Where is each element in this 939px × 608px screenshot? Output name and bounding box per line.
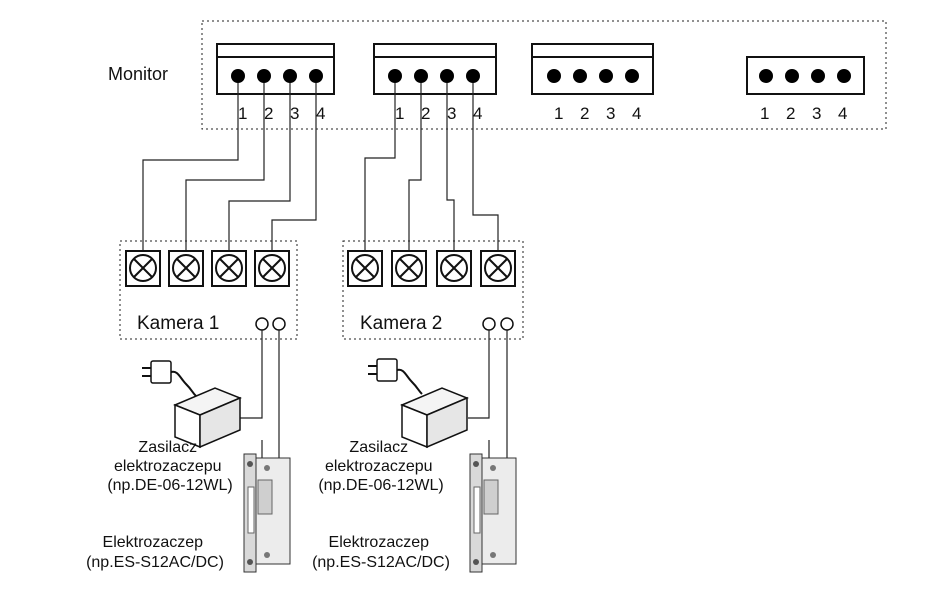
camera-2-label: Kamera 2: [360, 313, 442, 334]
monitor-outline: [201, 20, 887, 130]
pin-dot: [759, 69, 773, 83]
psu-label: Zasilacz elektrozaczepu (np.DE-06-12WL): [318, 439, 443, 494]
wire: [185, 83, 265, 251]
wire: [271, 83, 317, 251]
strike-icon: [243, 453, 291, 573]
terminal-screw: [168, 250, 204, 287]
psu-label-line: elektrozaczepu: [114, 458, 222, 475]
power-supply-1: Zasilacz elektrozaczepu (np.DE-06-12WL): [107, 360, 242, 494]
strike-label-line: (np.ES-S12AC/DC): [86, 554, 224, 571]
pin-dot: [785, 69, 799, 83]
pin-label: 4: [473, 104, 482, 123]
psu-label-line: (np.DE-06-12WL): [107, 477, 232, 494]
wire: [364, 83, 396, 251]
camera-1-label: Kamera 1: [137, 313, 219, 334]
psu-label: Zasilacz elektrozaczepu (np.DE-06-12WL): [107, 439, 232, 494]
pin-label: 2: [786, 104, 795, 123]
lock-terminal: [272, 317, 286, 331]
psu-box: [400, 387, 469, 449]
pin-label: 4: [632, 104, 641, 123]
lock-terminal: [482, 317, 496, 331]
monitor-connector-4: 1 2 3 4: [746, 56, 865, 123]
pin-dot: [547, 69, 561, 83]
pin-label: 2: [421, 104, 430, 123]
pin-dot: [837, 69, 851, 83]
power-supply-2: Zasilacz elektrozaczepu (np.DE-06-12WL): [318, 358, 469, 494]
psu-label-line: Zasilacz: [138, 439, 197, 456]
terminal-screw: [391, 250, 427, 287]
pin-dot: [440, 69, 454, 83]
strike-label: Elektrozaczep (np.ES-S12AC/DC): [312, 534, 450, 571]
pin-dot: [573, 69, 587, 83]
wire: [408, 83, 422, 251]
terminal-screw: [347, 250, 383, 287]
strike-label-line: (np.ES-S12AC/DC): [312, 554, 450, 571]
camera-2-outline: [342, 240, 524, 340]
pin-label: 1: [554, 104, 563, 123]
pin-label: 3: [606, 104, 615, 123]
pin-label: 3: [290, 104, 299, 123]
terminal-screw: [254, 250, 290, 287]
monitor-label: Monitor: [108, 64, 168, 84]
monitor-connector-2: 1 2 3 4: [373, 43, 497, 123]
strike-icon: [469, 453, 517, 573]
camera-1-outline: [119, 240, 298, 340]
plug-icon: [142, 360, 197, 397]
psu-label-line: (np.DE-06-12WL): [318, 477, 443, 494]
electric-strike-2: Elektrozaczep (np.ES-S12AC/DC): [312, 453, 517, 573]
pin-dot: [466, 69, 480, 83]
wire: [228, 83, 291, 251]
monitor: Monitor 1 2 3 4 1 2 3 4: [108, 20, 887, 130]
pin-dot: [599, 69, 613, 83]
lock-wires-camera-2: [468, 330, 508, 472]
strike-label-line: Elektrozaczep: [329, 534, 430, 551]
lock-wires-camera-1: [240, 330, 280, 466]
pin-dot: [414, 69, 428, 83]
pin-label: 3: [447, 104, 456, 123]
pin-dot: [625, 69, 639, 83]
psu-label-line: elektrozaczepu: [325, 458, 433, 475]
pin-label: 4: [316, 104, 325, 123]
strike-label-line: Elektrozaczep: [103, 534, 204, 551]
wire: [446, 83, 455, 251]
pin-label: 4: [838, 104, 847, 123]
pin-label: 1: [395, 104, 404, 123]
pin-dot: [257, 69, 271, 83]
pin-dot: [309, 69, 323, 83]
wire: [472, 83, 499, 251]
pin-label: 1: [760, 104, 769, 123]
monitor-connector-1: 1 2 3 4: [216, 43, 335, 123]
terminal-screw: [436, 250, 472, 287]
pin-dot: [283, 69, 297, 83]
pin-label: 2: [264, 104, 273, 123]
lock-terminal: [500, 317, 514, 331]
wire: [142, 83, 239, 251]
pin-dot: [231, 69, 245, 83]
psu-box: [173, 387, 242, 449]
terminal-screw: [480, 250, 516, 287]
lock-terminal: [255, 317, 269, 331]
pin-label: 2: [580, 104, 589, 123]
plug-icon: [368, 358, 423, 395]
camera-2: Kamera 2: [342, 240, 524, 340]
camera-1: Kamera 1: [119, 240, 298, 340]
electric-strike-1: Elektrozaczep (np.ES-S12AC/DC): [86, 453, 291, 573]
pin-dot: [811, 69, 825, 83]
terminal-screw: [211, 250, 247, 287]
terminal-screw: [125, 250, 161, 287]
psu-label-line: Zasilacz: [349, 439, 408, 456]
monitor-connector-3: 1 2 3 4: [531, 43, 654, 123]
pin-label: 3: [812, 104, 821, 123]
strike-label: Elektrozaczep (np.ES-S12AC/DC): [86, 534, 224, 571]
pin-dot: [388, 69, 402, 83]
signal-wires: [142, 83, 499, 251]
pin-label: 1: [238, 104, 247, 123]
